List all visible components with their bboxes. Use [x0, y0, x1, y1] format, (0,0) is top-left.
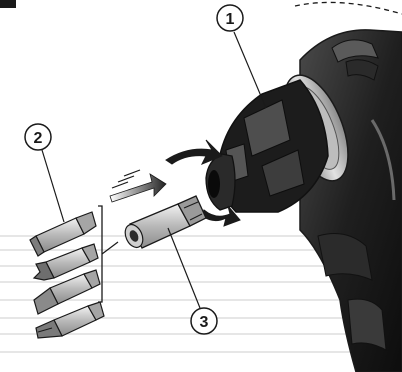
callout-1: 1	[216, 4, 267, 109]
leader-line	[41, 149, 65, 223]
housing-ridge	[331, 39, 379, 63]
callout-circle	[216, 4, 244, 32]
callout-label: 1	[226, 11, 235, 28]
universal-bit-holder	[124, 195, 207, 249]
hex-bit-shank	[35, 217, 85, 253]
bit-holder-socket	[129, 230, 139, 242]
callout-label: 2	[34, 130, 43, 147]
torx-bit-end	[81, 243, 99, 263]
rotation-arrows	[165, 139, 241, 227]
leader-line	[167, 227, 201, 309]
leader-line	[233, 31, 267, 109]
insertion-arrows	[109, 169, 167, 203]
callout-circle	[190, 307, 218, 335]
callout-circle	[24, 123, 52, 151]
bit-holder-shank	[177, 195, 207, 227]
drill-body	[205, 1, 402, 372]
callout-label: 3	[200, 314, 209, 331]
callout-3: 3	[167, 227, 218, 335]
phillips-bit	[35, 301, 105, 339]
torx-bit	[32, 243, 99, 281]
motion-line	[111, 181, 129, 189]
sleeve-facet	[243, 99, 291, 157]
housing-switch	[345, 59, 379, 81]
housing-grip	[317, 233, 373, 281]
rotation-arrow-bottom	[201, 205, 241, 227]
hex-bit	[29, 211, 97, 257]
chuck-opening	[208, 170, 220, 198]
shank-groove	[189, 213, 203, 221]
housing-highlight	[370, 119, 396, 201]
torx-bit-shank	[45, 247, 91, 279]
slotted-bit-end	[83, 269, 101, 289]
bracket-pointer	[101, 241, 119, 255]
slotted-bit	[33, 269, 101, 315]
hex-bit-tip	[29, 235, 45, 257]
phillips-slot	[37, 327, 53, 333]
insertion-arrow	[109, 173, 167, 203]
sleeve-facet	[261, 149, 305, 197]
header-fragment	[0, 0, 16, 8]
torx-bit-tip	[32, 261, 55, 281]
screwdriver-bit-set	[29, 205, 119, 339]
bit-bracket	[98, 205, 103, 303]
slotted-bit-tip	[33, 287, 59, 315]
callout-2: 2	[24, 123, 65, 223]
housing-outline-dashed	[294, 1, 402, 15]
hex-bit-end	[75, 211, 97, 235]
motion-line	[117, 175, 135, 183]
housing-grip-lower	[347, 298, 387, 351]
motion-line	[123, 169, 141, 177]
rotation-arrow-top	[165, 139, 223, 165]
shank-groove	[183, 201, 199, 209]
header-mark	[0, 0, 16, 8]
phillips-bit-end	[87, 301, 105, 321]
